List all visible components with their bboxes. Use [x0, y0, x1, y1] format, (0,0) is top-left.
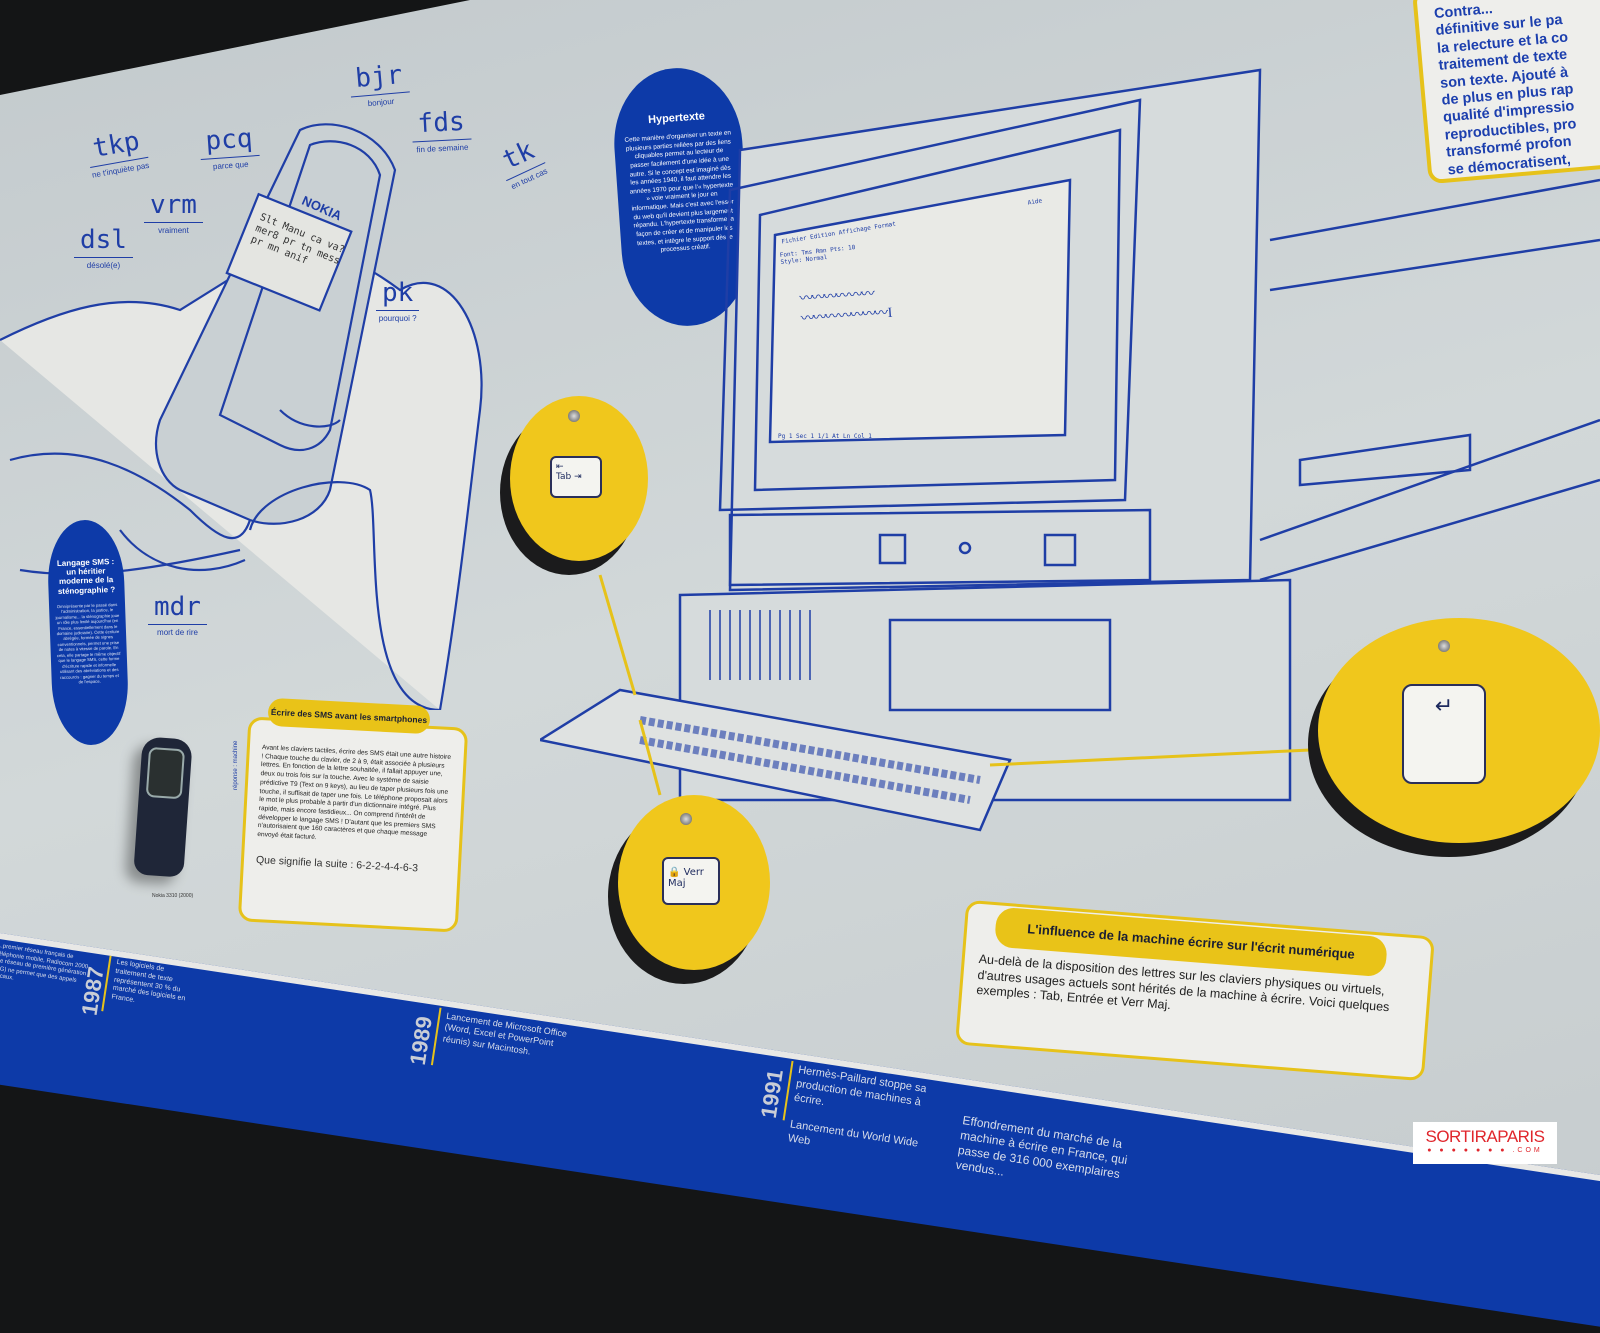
sms-card: Avant les claviers tactiles, écrire des … — [237, 716, 469, 933]
enter-key-icon: ↵ — [1402, 684, 1486, 784]
abbr: vrm — [144, 190, 203, 223]
steno-title: Langage SMS : un héritier moderne de la … — [56, 557, 116, 596]
phone-screen — [145, 746, 186, 800]
abbr-vrm: vrm vraiment — [144, 190, 203, 235]
steno-panel: Langage SMS : un héritier moderne de la … — [46, 518, 130, 747]
hand-phone-illustration: NOKIA Slt Manu ca va? mer8 pr tn mess pr… — [0, 123, 483, 710]
sms-card-body: Avant les claviers tactiles, écrire des … — [257, 744, 452, 842]
tab-key-icon: ⇤Tab ⇥ — [550, 456, 602, 498]
watermark-brand: SORTIRAPARIS — [1425, 1127, 1545, 1146]
scribble-text: 〰〰〰〰 〰〰〰〰〰 〰〰〰〰 I — [798, 287, 891, 328]
timeline-text: Effondrement du marché de la machine à é… — [954, 1113, 1129, 1182]
abbr: dsl — [74, 225, 133, 258]
caps-lock-key-disk: 🔒 Verr Maj — [618, 795, 770, 970]
abbr: fds — [410, 106, 472, 143]
abbr-pk: pk pourquoi ? — [376, 278, 420, 323]
timeline-text: Les logiciels de traitement de texte rep… — [110, 958, 186, 1004]
enter-key-disk: ↵ — [1318, 618, 1600, 843]
abbr-mdr: mdr mort de rire — [148, 592, 207, 637]
timeline-text: Hermès-Paillard stoppe sa production de … — [793, 1064, 928, 1109]
screw-icon — [568, 410, 580, 422]
abbr: mdr — [148, 592, 207, 625]
timeline-entry: Hermès-Paillard stoppe sa production de … — [787, 1064, 933, 1166]
screw-icon — [1438, 640, 1450, 652]
abbr: pk — [376, 278, 420, 311]
meaning: pourquoi ? — [378, 314, 417, 323]
meaning: mort de rire — [157, 628, 198, 637]
tab-key-label: Tab — [556, 472, 572, 482]
answer-text: réponse : machine — [233, 740, 239, 790]
computer-illustration — [540, 68, 1600, 832]
watermark-suffix: .COM — [1512, 1147, 1543, 1154]
sortiraparis-watermark: SORTIRAPARIS ● ● ● ● ● ● ● .COM — [1413, 1122, 1557, 1164]
meaning: vraiment — [158, 226, 189, 235]
timeline-text: Lancement du World Wide Web — [787, 1118, 919, 1150]
word-status-bar: Pg 1 Sec 1 1/1 At Ln Col 1 — [778, 433, 872, 440]
meaning: désolé(e) — [86, 261, 121, 270]
abbr-dsl: dsl désolé(e) — [74, 225, 133, 270]
enter-key-label: ↵ — [1434, 694, 1454, 719]
steno-body: Omniprésente par le passé dans l'adminis… — [55, 601, 121, 685]
caps-key-label: Verr Maj — [668, 867, 704, 889]
pts-label: Pts: — [829, 245, 845, 254]
abbr: bjr — [348, 59, 410, 98]
nokia-3310-object — [133, 736, 193, 878]
pts-value: 10 — [847, 244, 856, 252]
caps-lock-key-icon: 🔒 Verr Maj — [662, 857, 720, 905]
sms-card-question: Que signifie la suite : 6-2-2-4-4-6-3 — [255, 853, 419, 875]
timeline-text: Lancement de Microsoft Office (Word, Exc… — [442, 1010, 568, 1057]
screw-icon — [680, 813, 692, 825]
phone-caption: Nokia 3310 (2000) — [152, 893, 194, 899]
tab-key-disk: ⇤Tab ⇥ — [510, 396, 648, 561]
abbr: pcq — [198, 122, 260, 161]
